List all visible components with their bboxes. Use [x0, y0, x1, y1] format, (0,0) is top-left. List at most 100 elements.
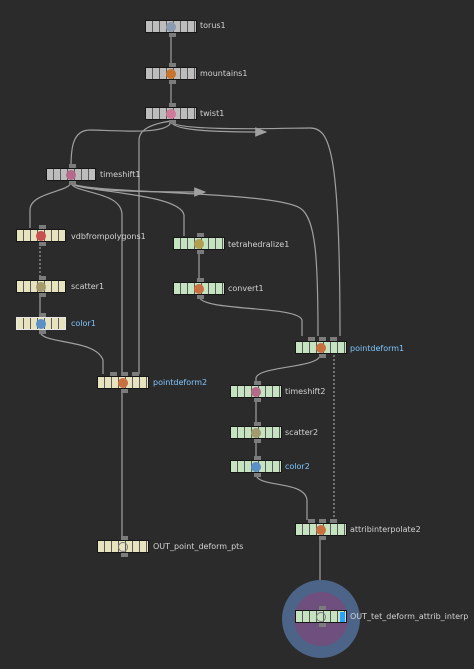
input-port[interactable]	[318, 606, 326, 610]
node-timeshift2[interactable]	[230, 381, 282, 402]
input-port[interactable]	[120, 536, 128, 540]
node-label-color1: color1	[71, 319, 96, 328]
input-port[interactable]	[168, 63, 176, 67]
input-port[interactable]	[38, 225, 46, 229]
node-attribinterpolate2[interactable]	[295, 519, 347, 540]
null-icon	[316, 611, 326, 622]
input-port[interactable]	[168, 103, 176, 107]
node-label-timeshift2: timeshift2	[285, 387, 326, 396]
node-label-color2: color2	[285, 462, 310, 471]
node-pointdeform2[interactable]	[97, 372, 149, 393]
input-port[interactable]	[318, 337, 326, 341]
display-flag-icon[interactable]	[340, 612, 345, 622]
node-label-scatter2: scatter2	[285, 428, 319, 437]
wire-color2-attribinterp	[255, 473, 308, 520]
output-port[interactable]	[253, 439, 261, 443]
input-port[interactable]	[318, 519, 326, 523]
output-port[interactable]	[168, 80, 176, 84]
input-port[interactable]	[120, 372, 128, 376]
input-port[interactable]	[253, 456, 261, 460]
input-port[interactable]	[38, 313, 46, 317]
input-port[interactable]	[38, 276, 46, 280]
node-vdbfrompolygons1[interactable]	[16, 225, 66, 246]
tetra-icon	[194, 238, 204, 249]
torus-icon	[166, 21, 176, 32]
scatter-icon	[36, 281, 46, 292]
output-port[interactable]	[38, 242, 46, 246]
wire-twist-pointdeform2	[138, 120, 172, 374]
node-mountains1[interactable]	[145, 63, 197, 84]
mountain-icon	[166, 68, 176, 79]
node-label-torus1: torus1	[200, 21, 226, 30]
vdb-icon	[36, 230, 46, 241]
node-scatter2[interactable]	[230, 422, 282, 443]
twist-icon	[166, 108, 176, 119]
pointdeform-icon	[118, 377, 128, 388]
input-port[interactable]	[196, 278, 204, 282]
node-label-out_point_deform_pts: OUT_point_deform_pts	[153, 542, 244, 551]
output-port[interactable]	[168, 120, 176, 124]
input-port[interactable]	[109, 372, 117, 376]
input-port[interactable]	[253, 422, 261, 426]
wire-pointdeform1-timeshift2	[255, 354, 321, 384]
node-color1[interactable]	[16, 313, 66, 334]
node-out_point_deform_pts[interactable]	[97, 536, 149, 557]
node-out_tet_deform_attrib_interp[interactable]	[295, 606, 347, 627]
clock-icon	[251, 386, 261, 397]
node-label-out_tet_deform_attrib_interp: OUT_tet_deform_attrib_interp	[350, 612, 469, 621]
node-pointdeform1[interactable]	[295, 337, 347, 358]
output-port[interactable]	[120, 553, 128, 557]
output-port[interactable]	[253, 473, 261, 477]
scatter-icon	[251, 427, 261, 438]
input-port[interactable]	[329, 519, 337, 523]
input-port[interactable]	[307, 337, 315, 341]
input-port[interactable]	[253, 381, 261, 385]
attribinterp-icon	[316, 524, 326, 535]
output-port[interactable]	[68, 181, 76, 185]
wire-twist-arrow-right	[170, 120, 268, 137]
input-port[interactable]	[307, 519, 315, 523]
wire-convert-pointdeform1	[198, 295, 303, 336]
output-port[interactable]	[253, 398, 261, 402]
output-port[interactable]	[318, 623, 326, 627]
node-convert1[interactable]	[173, 278, 225, 299]
node-label-tetrahedralize1: tetrahedralize1	[228, 240, 290, 249]
input-port[interactable]	[329, 337, 337, 341]
node-label-pointdeform1: pointdeform1	[350, 344, 405, 353]
template-flag-outline	[16, 317, 66, 330]
output-port[interactable]	[196, 295, 204, 299]
output-port[interactable]	[120, 389, 128, 393]
convert-icon	[194, 283, 204, 294]
color-icon	[36, 318, 46, 329]
node-label-scatter1: scatter1	[71, 282, 105, 291]
node-twist1[interactable]	[145, 103, 197, 124]
output-port[interactable]	[168, 33, 176, 37]
output-port[interactable]	[38, 293, 46, 297]
node-label-timeshift1: timeshift1	[100, 170, 141, 179]
pointdeform-icon	[316, 342, 326, 353]
node-color2[interactable]	[230, 456, 282, 477]
output-port[interactable]	[196, 250, 204, 254]
output-port[interactable]	[318, 536, 326, 540]
wire-timeshift1-pointdeform1	[70, 181, 319, 337]
output-port[interactable]	[318, 354, 326, 358]
node-tetrahedralize1[interactable]	[173, 233, 225, 254]
wire-twist-pointdeform1	[170, 120, 341, 337]
node-scatter1[interactable]	[16, 276, 66, 297]
input-port[interactable]	[131, 372, 139, 376]
input-port[interactable]	[196, 233, 204, 237]
wire-twist-timeshift1	[70, 120, 172, 168]
input-port[interactable]	[68, 164, 76, 168]
null-icon	[118, 541, 128, 552]
node-label-pointdeform2: pointdeform2	[153, 378, 208, 387]
node-timeshift1[interactable]	[46, 164, 96, 185]
wire-timeshift1-vdb	[29, 181, 72, 228]
node-label-vdbfrompolygons1: vdbfrompolygons1	[71, 232, 146, 241]
clock-icon	[66, 169, 76, 180]
node-torus1[interactable]	[145, 20, 197, 37]
wire-timeshift1-pointdeform2	[70, 181, 123, 374]
node-label-twist1: twist1	[200, 109, 225, 118]
output-port[interactable]	[38, 330, 46, 334]
color-icon	[251, 461, 261, 472]
node-label-attribinterpolate2: attribinterpolate2	[350, 525, 421, 534]
